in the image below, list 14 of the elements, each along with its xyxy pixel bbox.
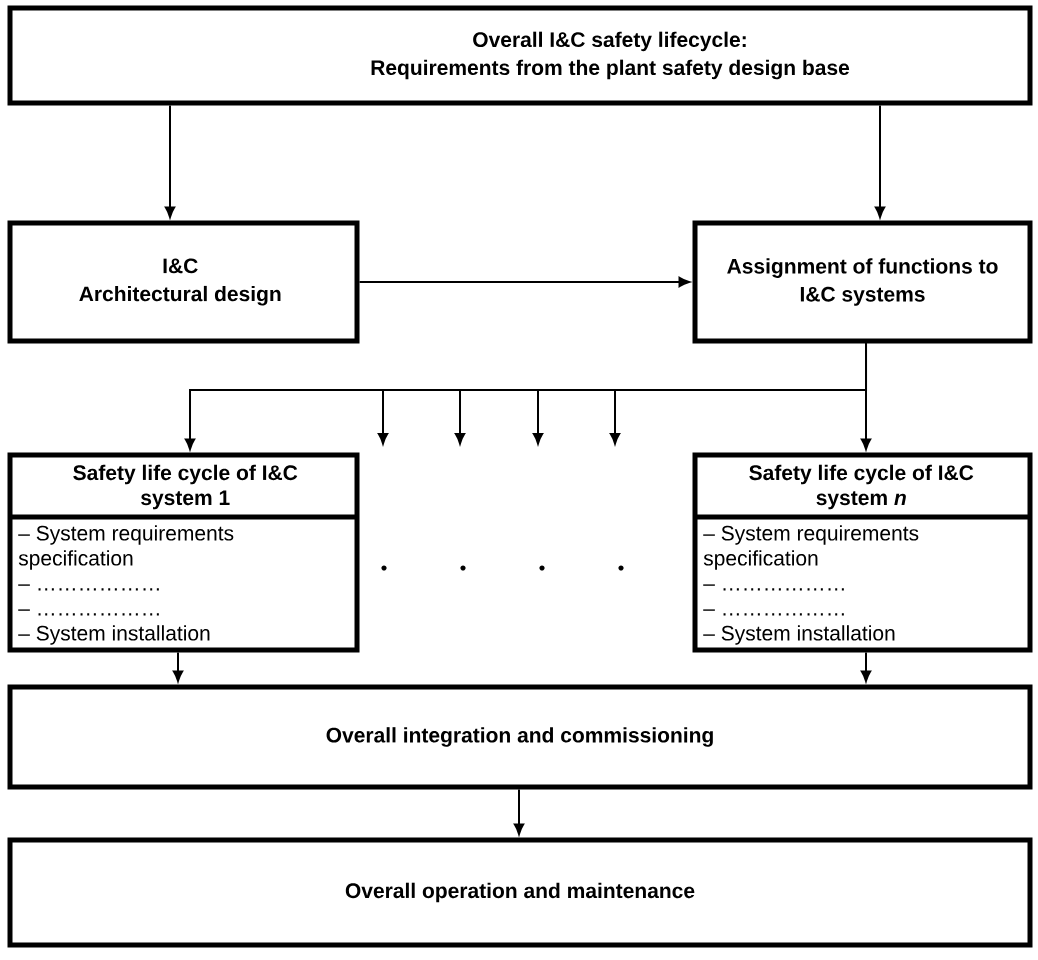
lifecycle-box: Safety life cycle of I&C system n – System requirements specification – ……………… – ……………… – System installation bbox=[692, 452, 1033, 653]
arrow bbox=[860, 342, 872, 450]
arrow bbox=[513, 788, 525, 835]
process-box: I&C Architectural design bbox=[7, 220, 360, 344]
arrow bbox=[172, 651, 184, 682]
arrow bbox=[358, 276, 690, 288]
arrow bbox=[164, 104, 176, 218]
process-box: Overall I&C safety lifecycle: Requirements from the plant safety design base bbox=[7, 5, 1033, 106]
arrow bbox=[860, 651, 872, 682]
process-box: Overall operation and maintenance bbox=[7, 837, 1033, 948]
process-box: Assignment of functions to I&C systems bbox=[692, 220, 1033, 344]
arrow bbox=[874, 104, 886, 218]
lifecycle-box: Safety life cycle of I&C system 1 – System requirements specification – ……………… – ……………… – System installation bbox=[7, 452, 360, 653]
process-box: Overall integration and commissioning bbox=[7, 684, 1033, 790]
